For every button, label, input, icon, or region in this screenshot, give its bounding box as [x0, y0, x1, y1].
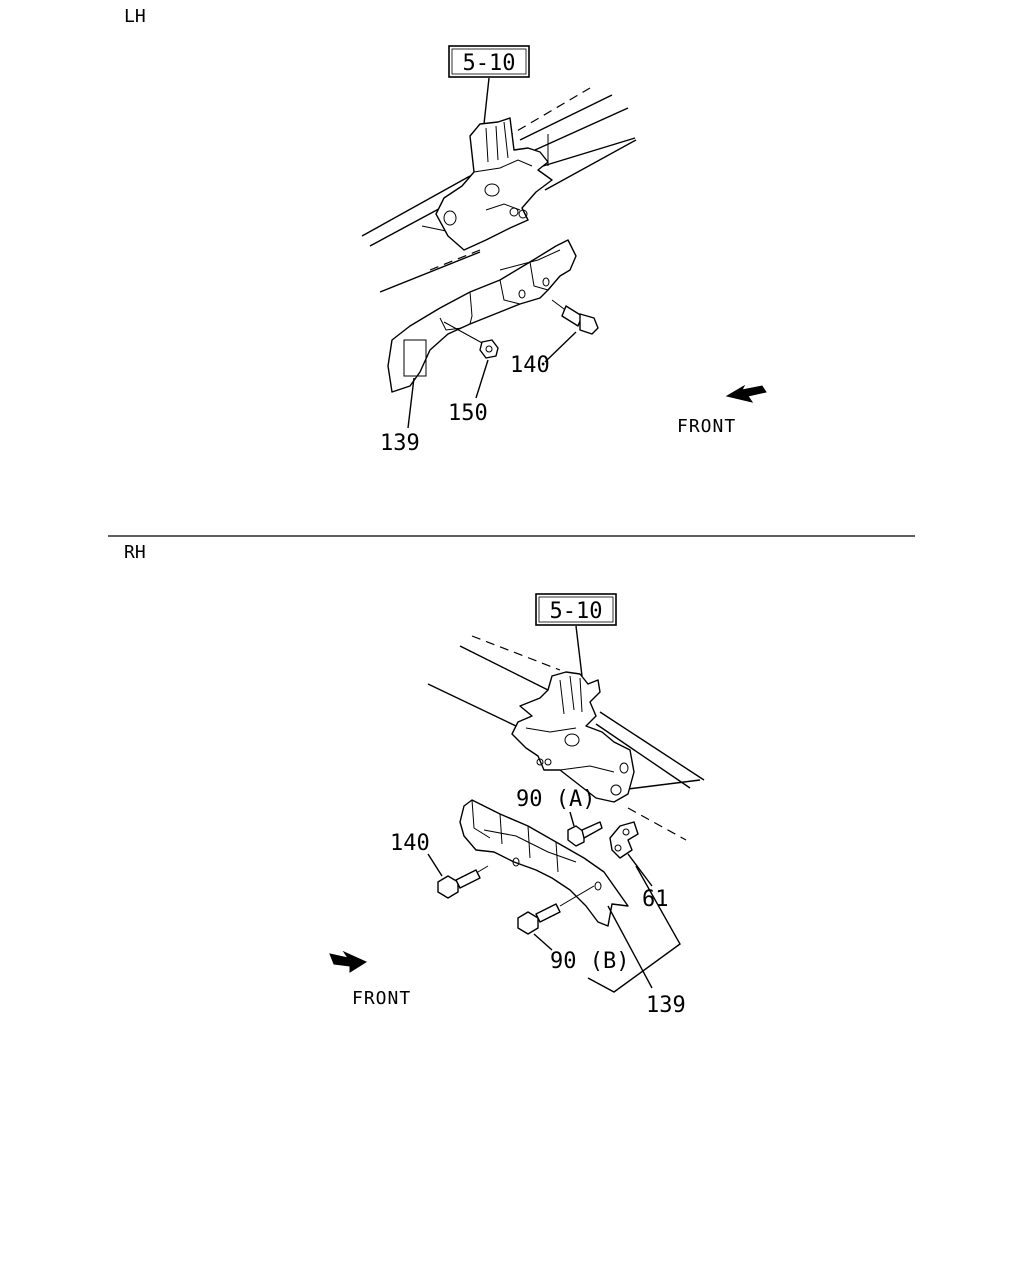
lh-section: LH 5-10 [124, 6, 767, 456]
rh-engine-mount [511, 671, 635, 803]
lh-part-150-nut[interactable] [443, 321, 499, 359]
rh-group-bracket [587, 865, 681, 993]
rh-leader-61 [627, 853, 653, 887]
rh-front-arrow-icon [329, 950, 368, 973]
rh-reference-box[interactable]: 5-10 [535, 593, 617, 626]
rh-label-139: 139 [646, 993, 686, 1018]
rh-reference-label: 5-10 [550, 599, 603, 624]
rh-label-140: 140 [390, 831, 430, 856]
lh-label-150: 150 [448, 401, 488, 426]
lh-reference-label: 5-10 [463, 51, 516, 76]
lh-leader-139 [407, 377, 415, 429]
rh-reference-leader [575, 625, 583, 677]
lh-leader-150 [475, 359, 489, 399]
lh-reference-box[interactable]: 5-10 [448, 45, 530, 78]
rh-part-140-bolt[interactable] [437, 865, 489, 899]
lh-front-label: FRONT [677, 416, 736, 437]
rh-title: RH [124, 542, 146, 563]
rh-leader-140 [427, 853, 443, 877]
rh-leader-90a [569, 811, 575, 827]
rh-part-61-bracket[interactable] [609, 821, 639, 859]
rh-part-90a-bolt[interactable] [567, 821, 603, 847]
rh-frame-rail [427, 635, 705, 841]
rh-part-139-shield[interactable] [459, 799, 629, 927]
rh-leader-139 [607, 905, 653, 989]
lh-label-140: 140 [510, 353, 550, 378]
rh-part-90b-bolt[interactable] [517, 885, 595, 935]
lh-reference-leader [483, 77, 490, 125]
lh-part-140-bolt[interactable] [551, 299, 599, 335]
rh-section: RH 5-10 [124, 542, 705, 1018]
rh-label-90b: 90 (B) [550, 949, 629, 974]
lh-part-139-shield[interactable] [387, 239, 577, 393]
lh-label-139: 139 [380, 431, 420, 456]
lh-leader-140 [544, 331, 577, 363]
lh-engine-mount [435, 117, 553, 251]
lh-front-arrow-icon [725, 384, 767, 403]
lh-frame-rail [361, 87, 637, 293]
rh-label-90a: 90 (A) [516, 787, 595, 812]
rh-leader-90b [533, 933, 553, 951]
lh-title: LH [124, 6, 146, 27]
rh-front-label: FRONT [352, 988, 411, 1009]
